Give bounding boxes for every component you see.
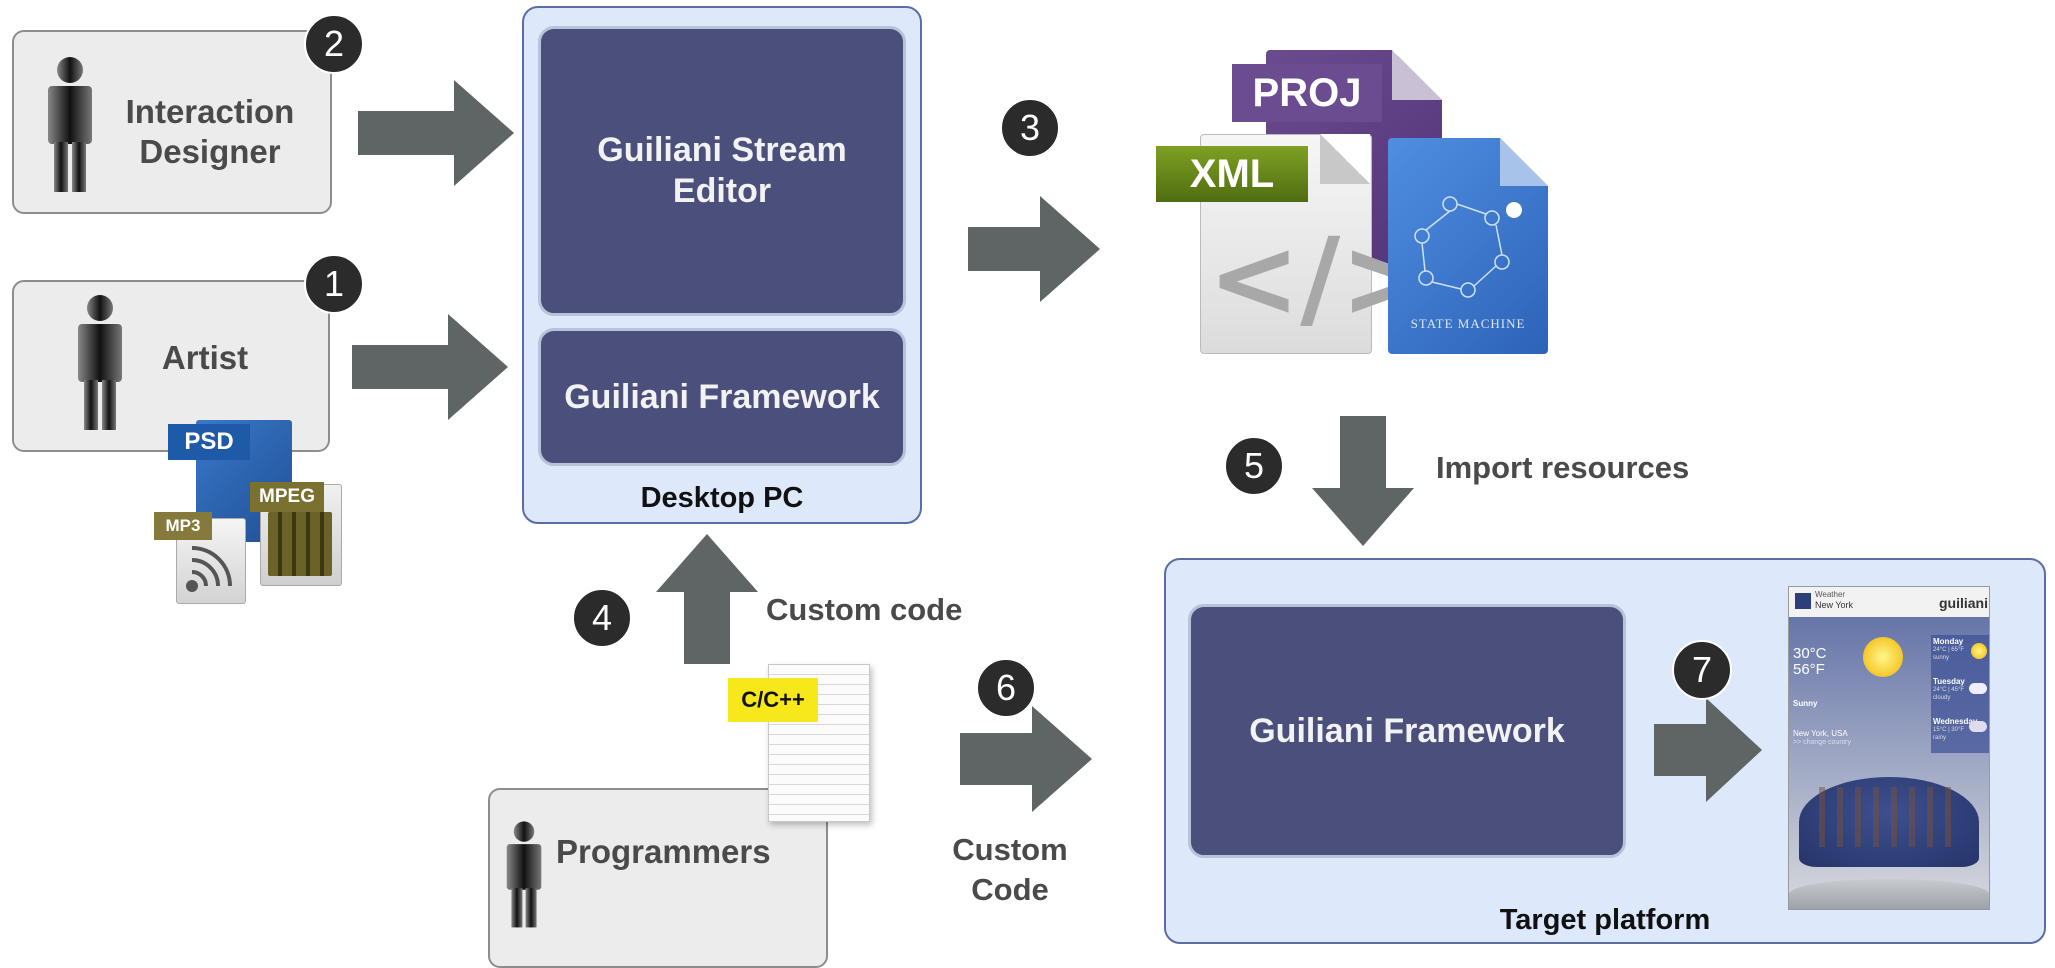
stream-editor-box: Guiliani Stream Editor [538, 26, 906, 316]
psd-label: PSD [168, 424, 250, 460]
forecast-cloud-icon [1969, 683, 1987, 694]
target-framework-box: Guiliani Framework [1188, 604, 1626, 858]
forecast-temp-2: 24°C | 45°F [1933, 687, 1965, 693]
audio-waves-icon [186, 546, 232, 592]
arrow-import-resources [1312, 416, 1414, 546]
desktop-framework-box: Guiliani Framework [538, 328, 906, 466]
forecast-temp-1: 24°C | 65°F [1933, 647, 1965, 653]
custom-code-right-label: Custom Code [952, 832, 1068, 907]
step-badge-1: 1 [304, 254, 364, 314]
state-machine-graph-icon [1414, 196, 1522, 298]
forecast-desc-1: sunny [1933, 655, 1950, 661]
proj-file-fold [1392, 50, 1442, 100]
step-badge-4: 4 [572, 588, 632, 648]
condition-text: Sunny [1793, 699, 1818, 708]
forecast-day-1: Monday [1933, 637, 1964, 646]
forecast-day-3: Wednesday [1933, 717, 1978, 726]
arrow-custom-code-up [656, 534, 758, 664]
mpeg-film-strip [268, 512, 332, 576]
custom-code-up-label: Custom code [766, 592, 963, 627]
proj-label: PROJ [1232, 64, 1382, 122]
device-header [1789, 587, 1989, 617]
device-screen: Weather New York guiliani 30°C 56°F Sunn… [1788, 586, 1990, 910]
step-badge-2: 2 [304, 14, 364, 74]
location-text: New York, USA [1793, 729, 1848, 738]
state-machine-file-fold [1500, 138, 1548, 186]
forecast-sun-icon [1971, 643, 1987, 659]
desktop-pc-caption: Desktop PC [640, 482, 804, 514]
change-country-link[interactable]: >> change country [1793, 739, 1851, 746]
forecast-temp-3: 15°C | 30°F [1933, 727, 1965, 733]
state-machine-label: STATE MACHINE [1410, 316, 1526, 331]
forecast-rain-icon [1969, 721, 1987, 732]
cpp-label: C/C++ [728, 678, 818, 722]
brand-logo: guiliani [1939, 595, 1988, 611]
arrow-artist-to-framework [352, 314, 508, 420]
arrow-custom-code-right [960, 706, 1092, 812]
temp-celsius: 30°C [1793, 645, 1827, 662]
artist-person-icon [78, 295, 122, 430]
app-icon [1795, 593, 1811, 609]
target-platform-caption: Target platform [1499, 904, 1711, 936]
import-resources-label: Import resources [1436, 450, 1690, 485]
mp3-label: MP3 [154, 512, 212, 540]
programmers-label: Programmers [556, 833, 771, 870]
xml-label: XML [1156, 146, 1308, 202]
landmarks-decoration [1819, 787, 1959, 847]
temp-fahrenheit: 56°F [1793, 661, 1825, 678]
interaction-designer-label: Interaction Designer [125, 93, 295, 170]
artist-label: Artist [161, 339, 249, 376]
interaction-designer-person-icon [48, 57, 92, 192]
step-badge-5: 5 [1224, 436, 1284, 496]
xml-code-glyph: </> [1208, 214, 1433, 342]
arrow-framework-to-device [1654, 698, 1762, 802]
city-header: New York [1815, 600, 1854, 610]
arrow-designer-to-editor [358, 80, 514, 186]
sun-icon [1863, 637, 1903, 677]
forecast-desc-3: rainy [1933, 735, 1947, 741]
programmers-person-icon [506, 821, 542, 928]
forecast-day-2: Tuesday [1933, 677, 1965, 686]
forecast-desc-2: cloudy [1933, 695, 1951, 701]
step-badge-3: 3 [1000, 98, 1060, 158]
step-badge-7: 7 [1672, 640, 1732, 700]
step-badge-6: 6 [976, 658, 1036, 718]
xml-file-fold [1320, 134, 1370, 184]
app-name: Weather [1815, 590, 1846, 599]
globe-stand [1789, 879, 1989, 909]
mpeg-label: MPEG [250, 482, 324, 512]
arrow-editor-to-files [968, 196, 1100, 302]
